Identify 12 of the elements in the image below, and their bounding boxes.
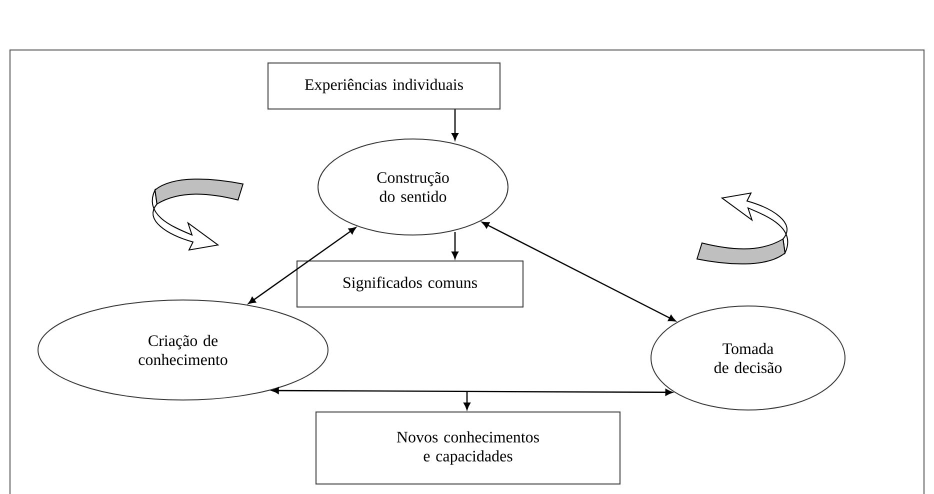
ellipse-node: Tomada de decisão — [650, 306, 846, 410]
arrow — [452, 232, 458, 259]
ellipse-node: Construção do sentido — [318, 138, 508, 236]
ellipse-node: Criação de conhecimento — [38, 300, 328, 400]
arrow — [248, 227, 356, 304]
process-box: Novos conhecimentos e capacidades — [316, 412, 620, 484]
process-box: Experiências individuais — [268, 62, 500, 110]
process-box: Significados comuns — [296, 260, 524, 308]
arrow — [464, 391, 470, 410]
arrow — [272, 387, 673, 396]
arrow — [482, 222, 676, 322]
arrow — [452, 110, 458, 140]
